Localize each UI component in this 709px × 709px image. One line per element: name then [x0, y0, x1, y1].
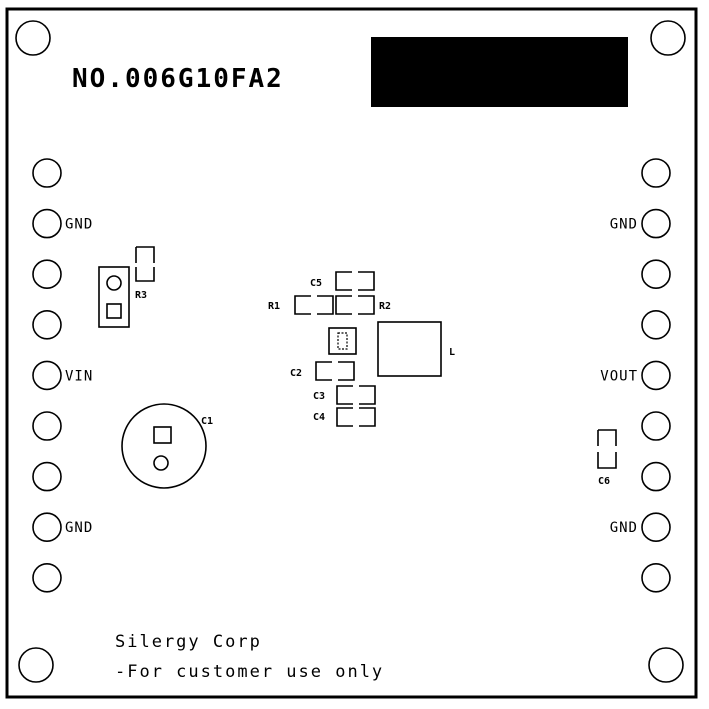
- r3-jumper-outline: [98, 266, 130, 328]
- left-pin-3: [32, 259, 62, 290]
- c1-pad-square: [153, 426, 172, 444]
- c3-label: C3: [313, 391, 325, 402]
- r1-label: R1: [268, 301, 280, 312]
- right-pin-2: [641, 208, 671, 239]
- right-header: GND VOUT GND: [600, 158, 671, 593]
- left-pin-7: [32, 461, 62, 492]
- mounting-hole-bottom-left: [18, 647, 54, 683]
- right-pin-1: [641, 158, 671, 188]
- left-pin-label: VIN: [65, 368, 93, 384]
- right-pin-label: GND: [610, 520, 638, 536]
- left-pin-label: GND: [65, 217, 93, 233]
- right-pin-8: [641, 512, 671, 543]
- right-pin-label: GND: [610, 217, 638, 233]
- mounting-hole-top-right: [650, 20, 686, 56]
- inductor-outline: [377, 321, 442, 377]
- left-pin-8: [32, 512, 62, 543]
- mounting-hole-top-left: [15, 20, 51, 56]
- left-pin-label: GND: [65, 520, 93, 536]
- label-block: [371, 37, 628, 107]
- c6-footprint: [597, 429, 617, 469]
- right-pin-label: VOUT: [600, 368, 638, 384]
- right-pin-3: [641, 259, 671, 290]
- board-outline: [5, 7, 698, 699]
- footer-company: Silergy Corp: [115, 632, 262, 652]
- left-header: GND VIN GND: [32, 158, 93, 593]
- c5-label: C5: [310, 278, 322, 289]
- c4-label: C4: [313, 412, 325, 423]
- c6-label: C6: [598, 476, 610, 487]
- right-pin-6: [641, 411, 671, 441]
- left-pin-1: [32, 158, 62, 188]
- r3-label: R3: [135, 290, 147, 301]
- c5-footprint: [335, 271, 375, 291]
- r3-footprint: [135, 246, 155, 282]
- r3-pad-square: [106, 303, 122, 319]
- r1-footprint: [294, 295, 334, 315]
- ic-body: [337, 332, 348, 350]
- right-pin-4: [641, 309, 671, 340]
- l-label: L: [449, 347, 455, 358]
- c3-footprint: [336, 385, 376, 405]
- left-pin-6: [32, 411, 62, 441]
- right-pin-9: [641, 562, 671, 593]
- right-pin-5: [641, 360, 671, 391]
- part-number: NO.006G10FA2: [72, 64, 284, 94]
- c4-footprint: [336, 407, 376, 427]
- ic-outline: [328, 327, 357, 355]
- left-pin-2: [32, 208, 62, 239]
- left-pin-5: [32, 360, 62, 391]
- c2-label: C2: [290, 368, 302, 379]
- mounting-hole-bottom-right: [648, 647, 684, 683]
- c1-label: C1: [201, 416, 213, 427]
- right-pin-7: [641, 461, 671, 492]
- footer-notice: -For customer use only: [115, 662, 384, 682]
- r2-label: R2: [379, 301, 391, 312]
- left-pin-4: [32, 309, 62, 340]
- r2-footprint: [335, 295, 375, 315]
- c1-outline: [121, 403, 207, 489]
- left-pin-9: [32, 562, 62, 593]
- c2-footprint: [315, 361, 355, 381]
- r3-pad-round: [106, 275, 122, 291]
- c1-pad-round: [153, 455, 169, 471]
